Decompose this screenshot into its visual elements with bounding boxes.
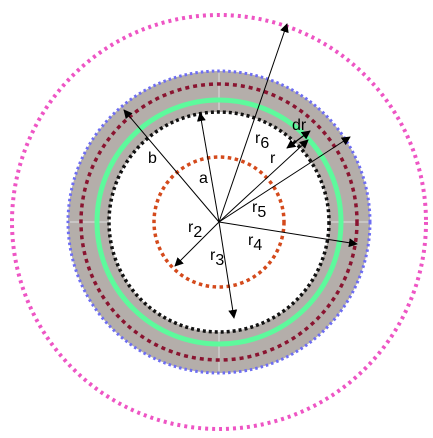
- label-r2: r2: [188, 219, 202, 241]
- arrow-b: [123, 109, 220, 223]
- label-r4: r4: [248, 232, 262, 254]
- label-r: r: [270, 150, 276, 167]
- dark-red-dotted-circle: [79, 82, 359, 362]
- label-r6: r6: [255, 130, 269, 152]
- arrow-r6: [218, 23, 289, 223]
- arrow-r5: [218, 136, 351, 223]
- arrow-r4: [218, 221, 358, 248]
- shell-outer-dotted-border: [66, 69, 372, 375]
- shell-tick-lines: [68, 71, 370, 373]
- arrow-dr: [286, 130, 311, 149]
- outer-dotted-circle: [10, 13, 428, 431]
- radius-arrows: [123, 23, 358, 319]
- orange-dotted-circle: [152, 155, 286, 289]
- label-a: a: [199, 170, 208, 187]
- arrow-r2: [174, 221, 220, 267]
- label-r5: r5: [252, 199, 266, 221]
- inner-black-dotted-circle: [107, 110, 331, 334]
- arrow-a: [196, 112, 220, 223]
- label-b: b: [148, 150, 157, 167]
- label-r3: r3: [210, 247, 224, 269]
- label-dr: dr: [292, 117, 307, 134]
- green-ring: [94, 97, 344, 347]
- arrow-r: [218, 139, 309, 223]
- arrow-r3: [218, 221, 238, 319]
